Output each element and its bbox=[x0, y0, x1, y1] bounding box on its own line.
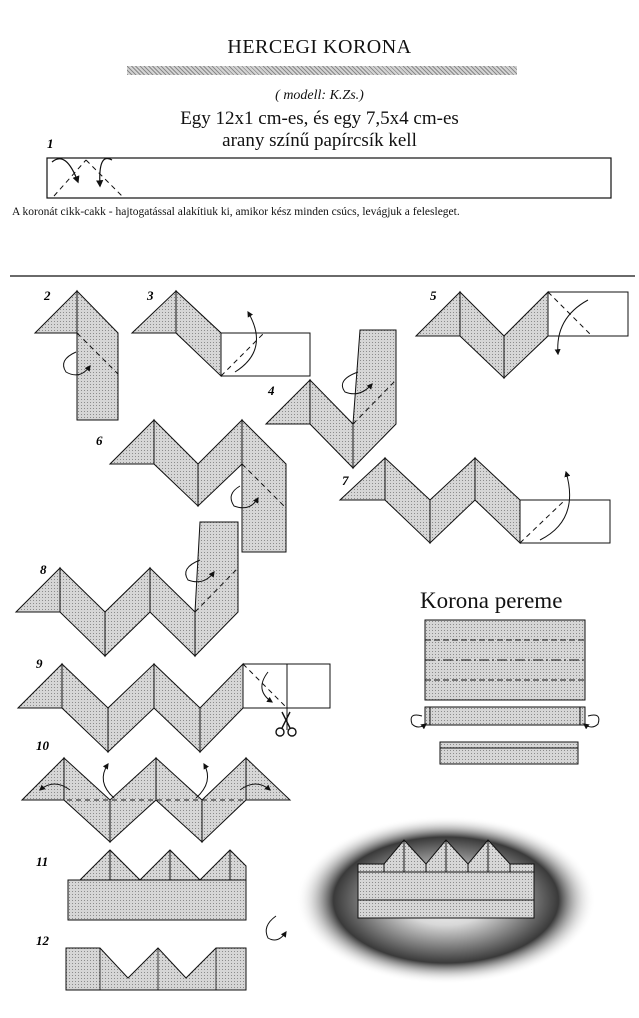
title-underline bbox=[127, 66, 517, 75]
step-number: 1 bbox=[47, 136, 54, 151]
step-4-diagram bbox=[264, 329, 397, 470]
step-number: 12 bbox=[36, 933, 50, 948]
step-9-diagram bbox=[16, 662, 331, 754]
step-number: 5 bbox=[430, 288, 437, 303]
step-12-diagram bbox=[65, 915, 287, 991]
brim-title: Korona pereme bbox=[420, 588, 563, 613]
requirements-line-1: Egy 12x1 cm-es, és egy 7,5x4 cm-es bbox=[180, 108, 459, 129]
step-5-diagram bbox=[414, 290, 629, 380]
requirements-line-2: arany színű papírcsík kell bbox=[222, 130, 417, 151]
step-11-diagram bbox=[67, 849, 247, 921]
scissors-icon bbox=[275, 711, 297, 737]
step-number: 9 bbox=[36, 656, 43, 671]
step-number: 6 bbox=[96, 433, 103, 448]
step-2-diagram bbox=[33, 289, 119, 421]
step-6-diagram bbox=[108, 418, 287, 553]
step-1-strip bbox=[46, 157, 612, 199]
page-title: HERCEGI KORONA bbox=[227, 36, 412, 58]
step-number: 11 bbox=[36, 854, 48, 869]
finished-crown-illustration bbox=[296, 816, 596, 984]
step-8-diagram bbox=[14, 521, 239, 658]
step-10-diagram bbox=[20, 756, 292, 844]
instruction-caption: A koronát cikk-cakk - hajtogatással alak… bbox=[12, 206, 460, 218]
step-number: 4 bbox=[267, 383, 275, 398]
step-number: 8 bbox=[40, 562, 47, 577]
step-number: 2 bbox=[43, 288, 51, 303]
brim-diagram bbox=[410, 619, 600, 765]
step-number: 7 bbox=[342, 473, 349, 488]
step-7-diagram bbox=[338, 456, 611, 545]
model-credit: ( modell: K.Zs.) bbox=[275, 88, 364, 103]
step-number: 10 bbox=[36, 738, 50, 753]
step-3-diagram bbox=[130, 289, 311, 378]
step-number: 3 bbox=[146, 288, 154, 303]
